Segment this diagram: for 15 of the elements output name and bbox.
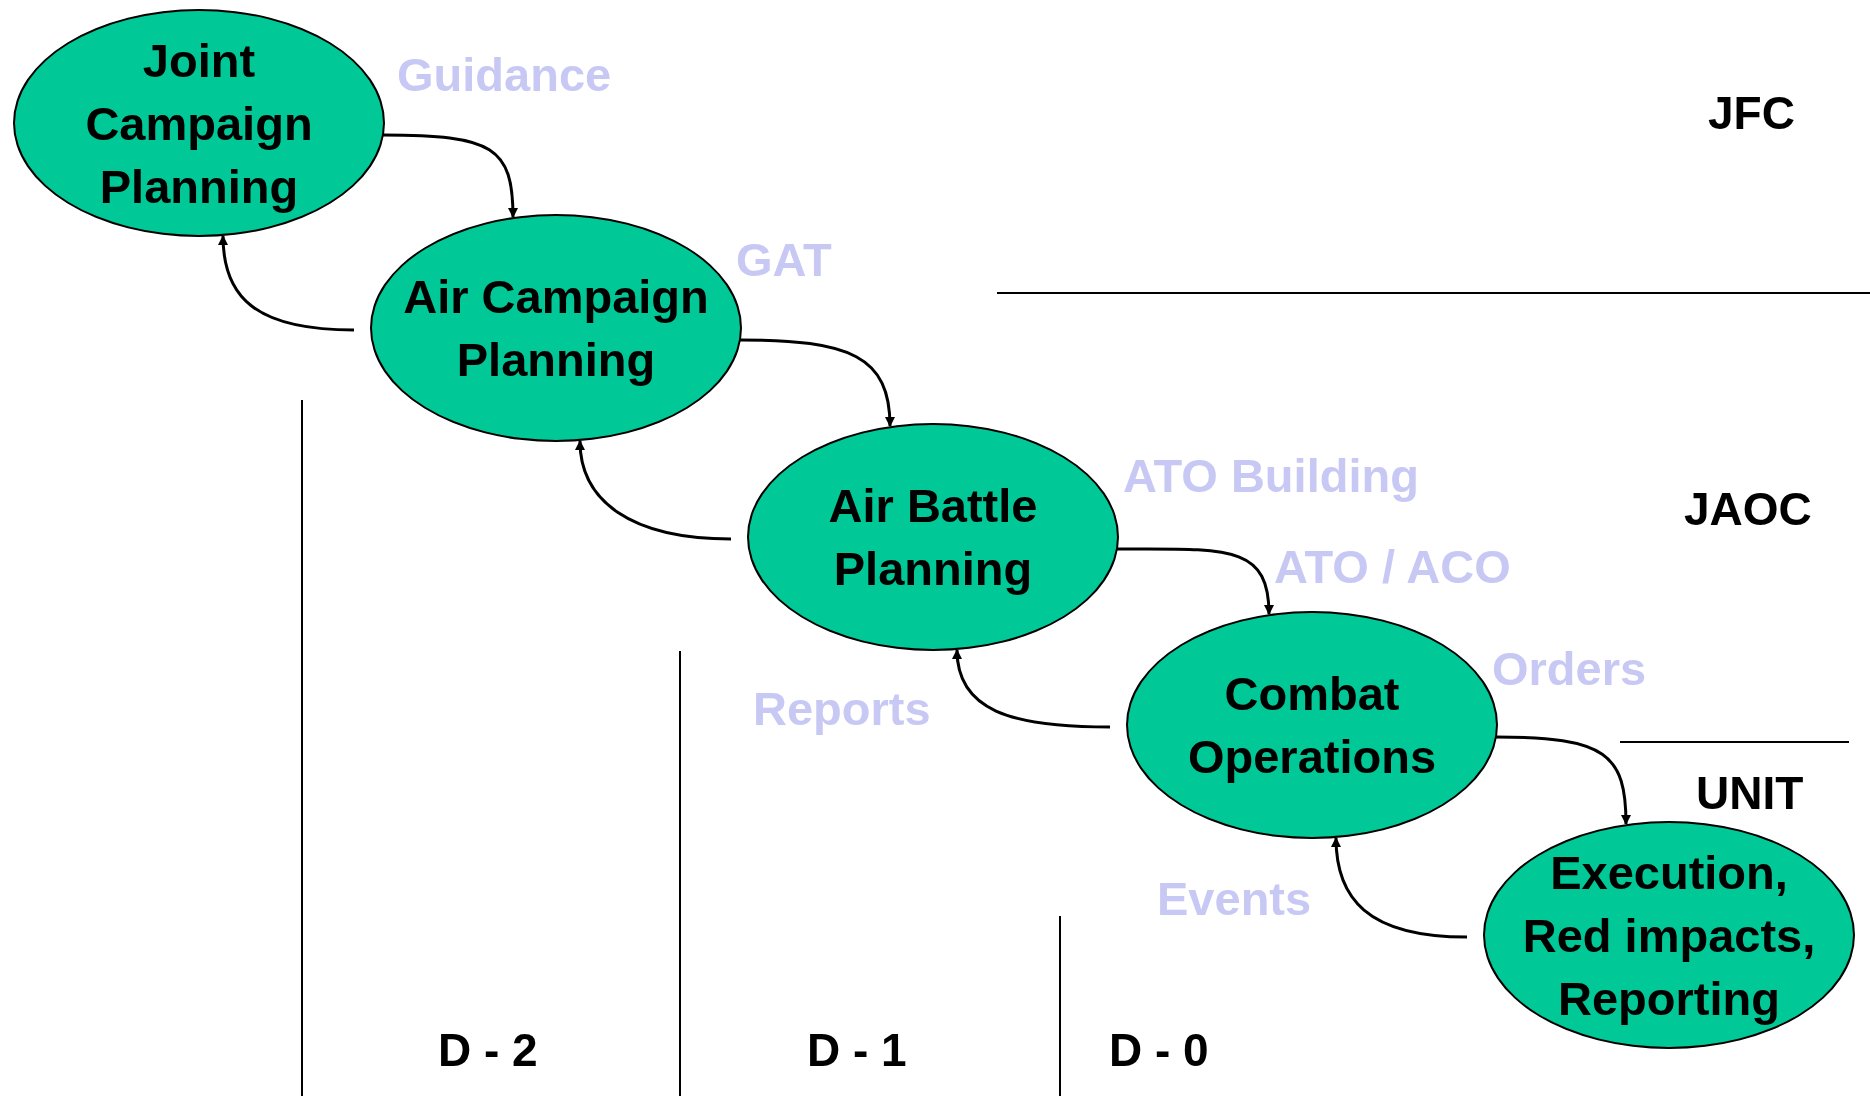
day-label: D - 1 (807, 1023, 907, 1077)
curved-arrow (1331, 837, 1468, 939)
node-label: Joint Campaign Planning (84, 32, 314, 215)
curved-arrow (575, 440, 732, 541)
level-label: JFC (1708, 86, 1795, 140)
level-label: JAOC (1684, 482, 1812, 536)
node-label: Air Campaign Planning (402, 269, 710, 388)
day-label: D - 2 (438, 1023, 538, 1077)
node-label: Execution, Red impacts, Reporting (1521, 844, 1817, 1027)
node-label: Air Battle Planning (827, 478, 1039, 597)
level-label: UNIT (1696, 766, 1804, 820)
day-label: D - 0 (1109, 1023, 1209, 1077)
curved-arrow (218, 235, 355, 332)
curved-arrow (952, 649, 1111, 729)
node-label: Combat Operations (1186, 666, 1438, 785)
